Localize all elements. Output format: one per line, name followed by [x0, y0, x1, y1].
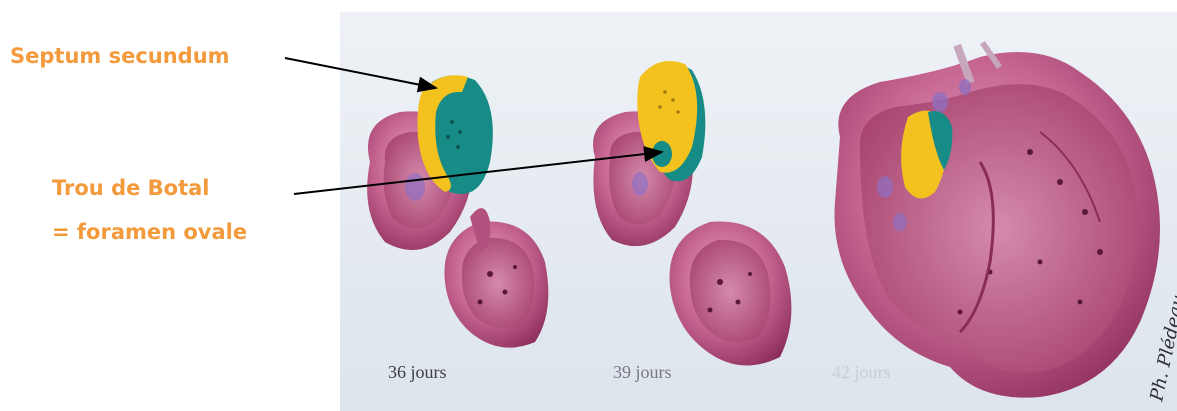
- septum-secundum-arrow: [285, 58, 436, 88]
- foramen-ovale-arrow: [294, 152, 662, 194]
